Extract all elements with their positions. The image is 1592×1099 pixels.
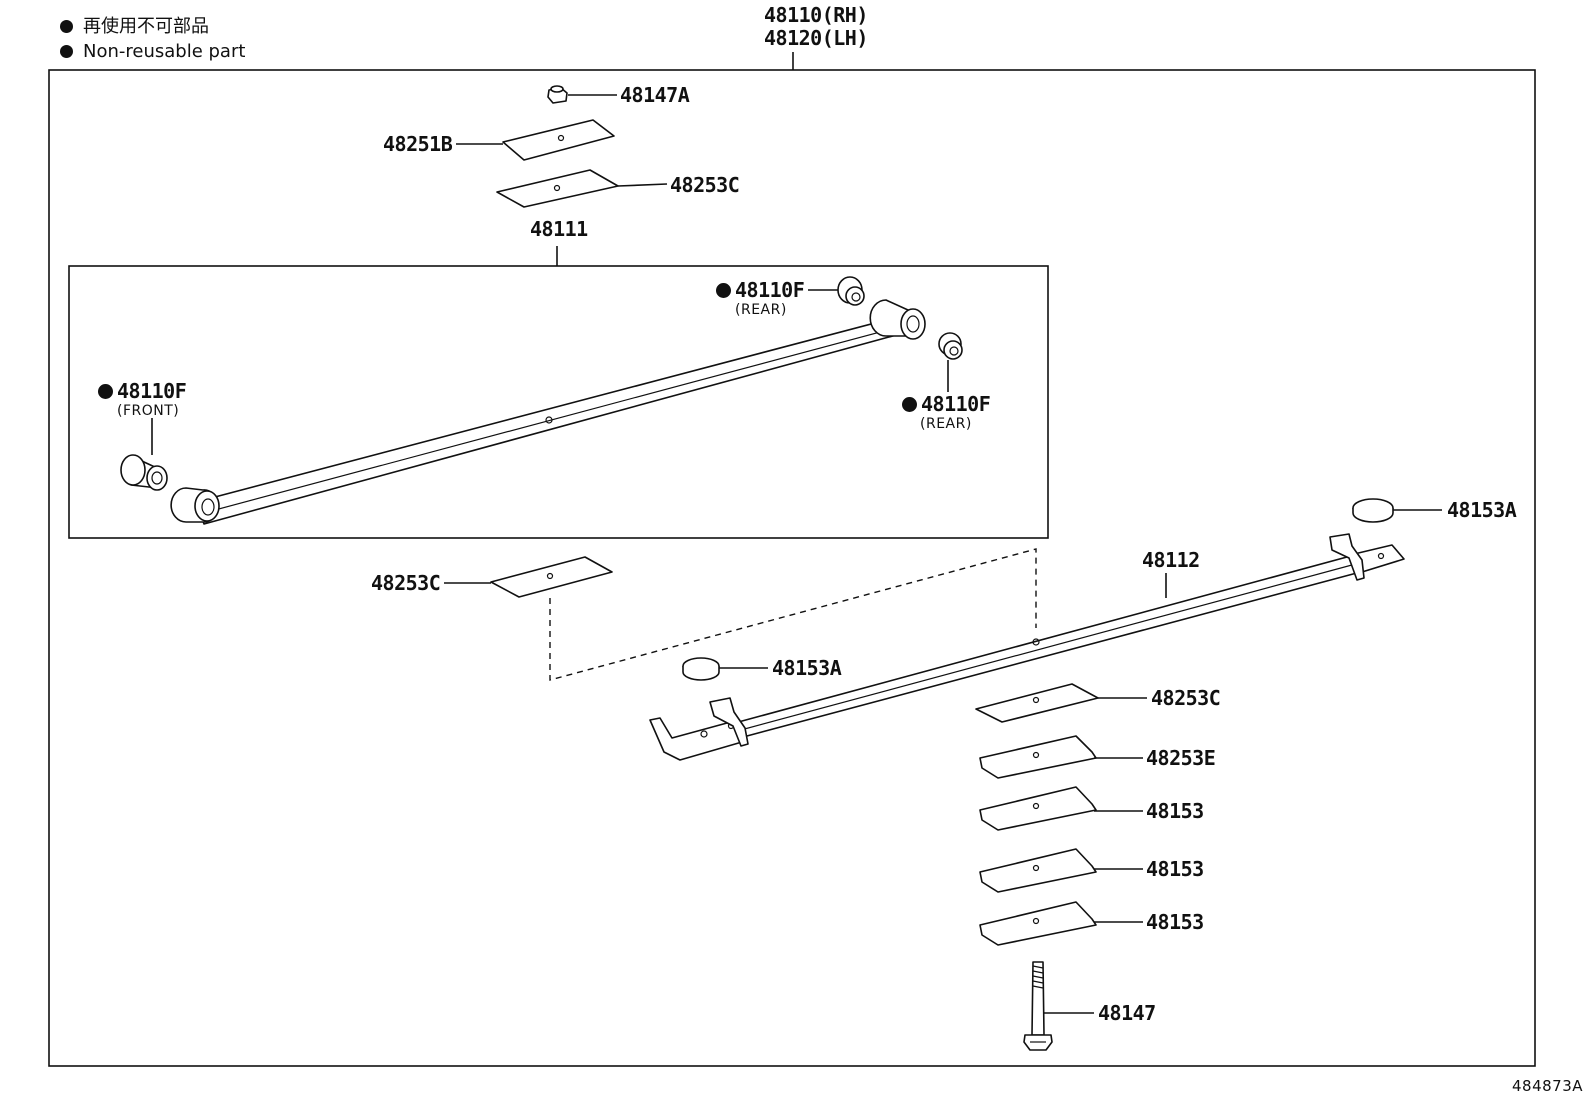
- plate-48253C-low-icon: [975, 683, 1099, 723]
- label-48111: 48111: [530, 217, 588, 241]
- inner-frame: [68, 265, 1049, 539]
- leaf-spring-48112-icon: [649, 533, 1405, 761]
- note-48110F-rear-top: (REAR): [735, 302, 787, 318]
- legend-text-en: Non-reusable part: [83, 41, 246, 62]
- filled-circle-icon: [60, 20, 73, 33]
- plate-48153-a-icon: [979, 786, 1097, 831]
- label-48153-b: 48153: [1146, 857, 1204, 881]
- outer-frame: [48, 69, 1536, 1067]
- note-48110F-rear-right: (REAR): [920, 416, 972, 432]
- diagram-id: 484873A: [1512, 1077, 1584, 1095]
- p48253C-top-leader: [617, 183, 668, 187]
- legend-text-jp: 再使用不可部品: [83, 16, 209, 37]
- label-48110F-front: 48110F: [98, 380, 187, 402]
- plate-48251B-icon: [502, 119, 615, 161]
- bolt-48147-icon: [1023, 961, 1053, 1051]
- bushing-rear-right-icon: [938, 332, 963, 360]
- label-48110F-rear-right: 48110F: [902, 393, 991, 415]
- label-48153-c: 48153: [1146, 910, 1204, 934]
- dashed-guide: [549, 548, 1037, 681]
- label-48253E: 48253E: [1146, 746, 1216, 770]
- bushing-front-icon: [120, 454, 168, 491]
- plate-48253E-icon: [979, 735, 1097, 779]
- label-48153-a: 48153: [1146, 799, 1204, 823]
- label-48110F-rear-top: 48110F: [716, 279, 805, 301]
- leaf-spring-48111-icon: [170, 299, 926, 525]
- assembly-label-lh: 48120(LH): [764, 26, 868, 50]
- legend-item-jp: 再使用不可部品: [60, 14, 245, 39]
- label-48251B: 48251B: [383, 132, 453, 156]
- pad-48153A-mid-icon: [682, 657, 720, 681]
- bushing-rear-top-icon: [837, 276, 865, 306]
- label-48112: 48112: [1142, 548, 1200, 572]
- plate-48253C-top-icon: [496, 169, 619, 208]
- label-48253C-top: 48253C: [670, 173, 740, 197]
- label-48153A-right: 48153A: [1447, 498, 1517, 522]
- legend: 再使用不可部品 Non-reusable part: [60, 14, 245, 64]
- legend-item-en: Non-reusable part: [60, 39, 245, 64]
- plate-48153-b-icon: [979, 848, 1097, 893]
- label-48147: 48147: [1098, 1001, 1156, 1025]
- filled-circle-icon: [60, 45, 73, 58]
- pad-48153A-right-icon: [1352, 498, 1394, 523]
- label-48153A-mid: 48153A: [772, 656, 842, 680]
- label-48253C-mid: 48253C: [371, 571, 441, 595]
- plate-48153-c-icon: [979, 901, 1097, 946]
- label-48253C-low: 48253C: [1151, 686, 1221, 710]
- assembly-label-rh: 48110(RH): [764, 3, 868, 27]
- nut-48147A-icon: [547, 85, 568, 104]
- label-48147A: 48147A: [620, 83, 690, 107]
- plate-48253C-mid-icon: [490, 556, 613, 598]
- note-48110F-front: (FRONT): [117, 403, 180, 419]
